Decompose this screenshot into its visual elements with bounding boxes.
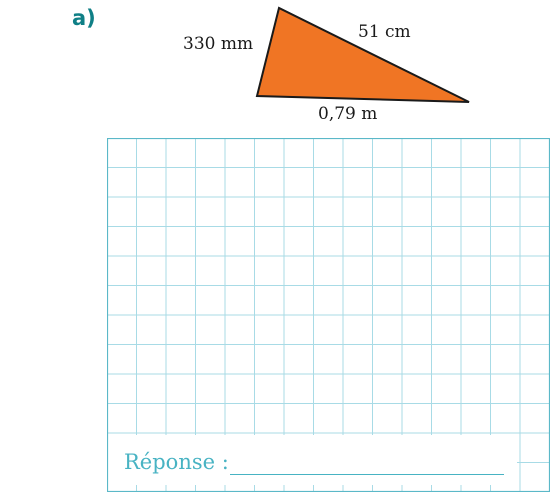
side-label-right: 51 cm — [358, 22, 411, 42]
grid-lines — [106, 137, 551, 493]
side-label-left: 330 mm — [183, 34, 254, 54]
triangle-figure — [255, 6, 470, 103]
triangle-shape — [255, 6, 470, 103]
answer-label: Réponse : — [122, 450, 231, 474]
exercise-label: a) — [72, 6, 96, 30]
answer-line[interactable] — [230, 474, 504, 475]
grid-paper[interactable] — [106, 137, 551, 493]
side-label-bottom: 0,79 m — [318, 104, 378, 124]
